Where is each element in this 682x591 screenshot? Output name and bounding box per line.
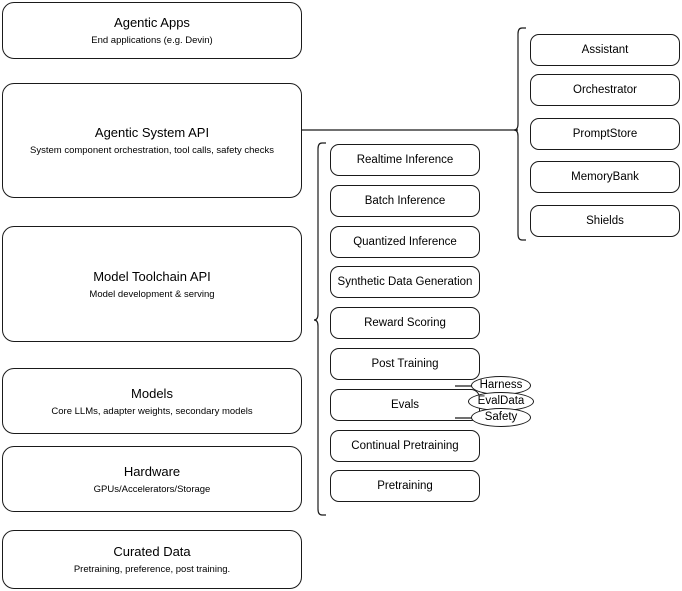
toolchain-box-continual-pretraining[interactable]: Continual Pretraining <box>330 430 480 462</box>
system-box-label: Orchestrator <box>573 84 637 96</box>
system-box-orchestrator[interactable]: Orchestrator <box>530 74 680 106</box>
toolchain-box-label: Post Training <box>371 358 439 370</box>
layer-subtitle: GPUs/Accelerators/Storage <box>93 483 211 495</box>
layer-title: Agentic System API <box>94 125 210 140</box>
eval-ellipse-label: EvalData <box>477 395 525 407</box>
layer-title: Hardware <box>123 463 181 479</box>
layer-title: Models <box>131 385 173 401</box>
toolchain-box-evals[interactable]: Evals <box>330 389 480 421</box>
layer-box-agentic-apps[interactable]: Agentic Apps End applications (e.g. Devi… <box>2 2 302 59</box>
eval-ellipse-label: Harness <box>479 379 523 391</box>
system-box-memorybank[interactable]: MemoryBank <box>530 161 680 193</box>
layer-subtitle: Model development & serving <box>89 288 215 300</box>
system-box-assistant[interactable]: Assistant <box>530 34 680 66</box>
bracket-system-components <box>513 27 526 241</box>
system-box-label: MemoryBank <box>571 171 639 183</box>
toolchain-box-label: Batch Inference <box>364 195 446 207</box>
layer-subtitle: Core LLMs, adapter weights, secondary mo… <box>51 405 253 417</box>
eval-ellipse-safety[interactable]: Safety <box>471 408 531 427</box>
toolchain-box-label: Quantized Inference <box>353 236 457 248</box>
eval-ellipse-label: Safety <box>484 411 518 423</box>
toolchain-box-synthetic-data-generation[interactable]: Synthetic Data Generation <box>330 266 480 298</box>
toolchain-box-pretraining[interactable]: Pretraining <box>330 470 480 502</box>
layer-box-hardware[interactable]: Hardware GPUs/Accelerators/Storage <box>2 446 302 512</box>
layer-subtitle: End applications (e.g. Devin) <box>91 35 213 46</box>
eval-ellipse-harness[interactable]: Harness <box>471 376 531 395</box>
layer-title: Agentic Apps <box>114 15 190 30</box>
system-box-shields[interactable]: Shields <box>530 205 680 237</box>
toolchain-box-quantized-inference[interactable]: Quantized Inference <box>330 226 480 258</box>
layer-box-curated-data[interactable]: Curated Data Pretraining, preference, po… <box>2 530 302 589</box>
layer-subtitle: System component orchestration, tool cal… <box>30 145 274 156</box>
layer-subtitle: Pretraining, preference, post training. <box>73 564 231 575</box>
toolchain-box-label: Continual Pretraining <box>351 440 459 452</box>
layer-title: Model Toolchain API <box>93 268 211 284</box>
toolchain-box-label: Realtime Inference <box>356 154 454 166</box>
toolchain-box-label: Synthetic Data Generation <box>337 276 473 288</box>
toolchain-box-reward-scoring[interactable]: Reward Scoring <box>330 307 480 339</box>
eval-ellipse-evaldata[interactable]: EvalData <box>468 392 534 411</box>
layer-box-model-toolchain-api[interactable]: Model Toolchain API Model development & … <box>2 226 302 342</box>
system-box-label: PromptStore <box>572 128 638 140</box>
toolchain-box-post-training[interactable]: Post Training <box>330 348 480 380</box>
bracket-toolchain-components <box>313 142 326 516</box>
toolchain-box-label: Evals <box>390 399 420 411</box>
toolchain-box-label: Reward Scoring <box>364 317 446 329</box>
layer-box-models[interactable]: Models Core LLMs, adapter weights, secon… <box>2 368 302 434</box>
toolchain-box-batch-inference[interactable]: Batch Inference <box>330 185 480 217</box>
system-box-label: Shields <box>586 215 624 227</box>
system-box-promptstore[interactable]: PromptStore <box>530 118 680 150</box>
system-box-label: Assistant <box>581 44 629 56</box>
layer-title: Curated Data <box>113 544 191 559</box>
toolchain-box-label: Pretraining <box>377 480 433 492</box>
toolchain-box-realtime-inference[interactable]: Realtime Inference <box>330 144 480 176</box>
layer-box-agentic-system-api[interactable]: Agentic System API System component orch… <box>2 83 302 198</box>
